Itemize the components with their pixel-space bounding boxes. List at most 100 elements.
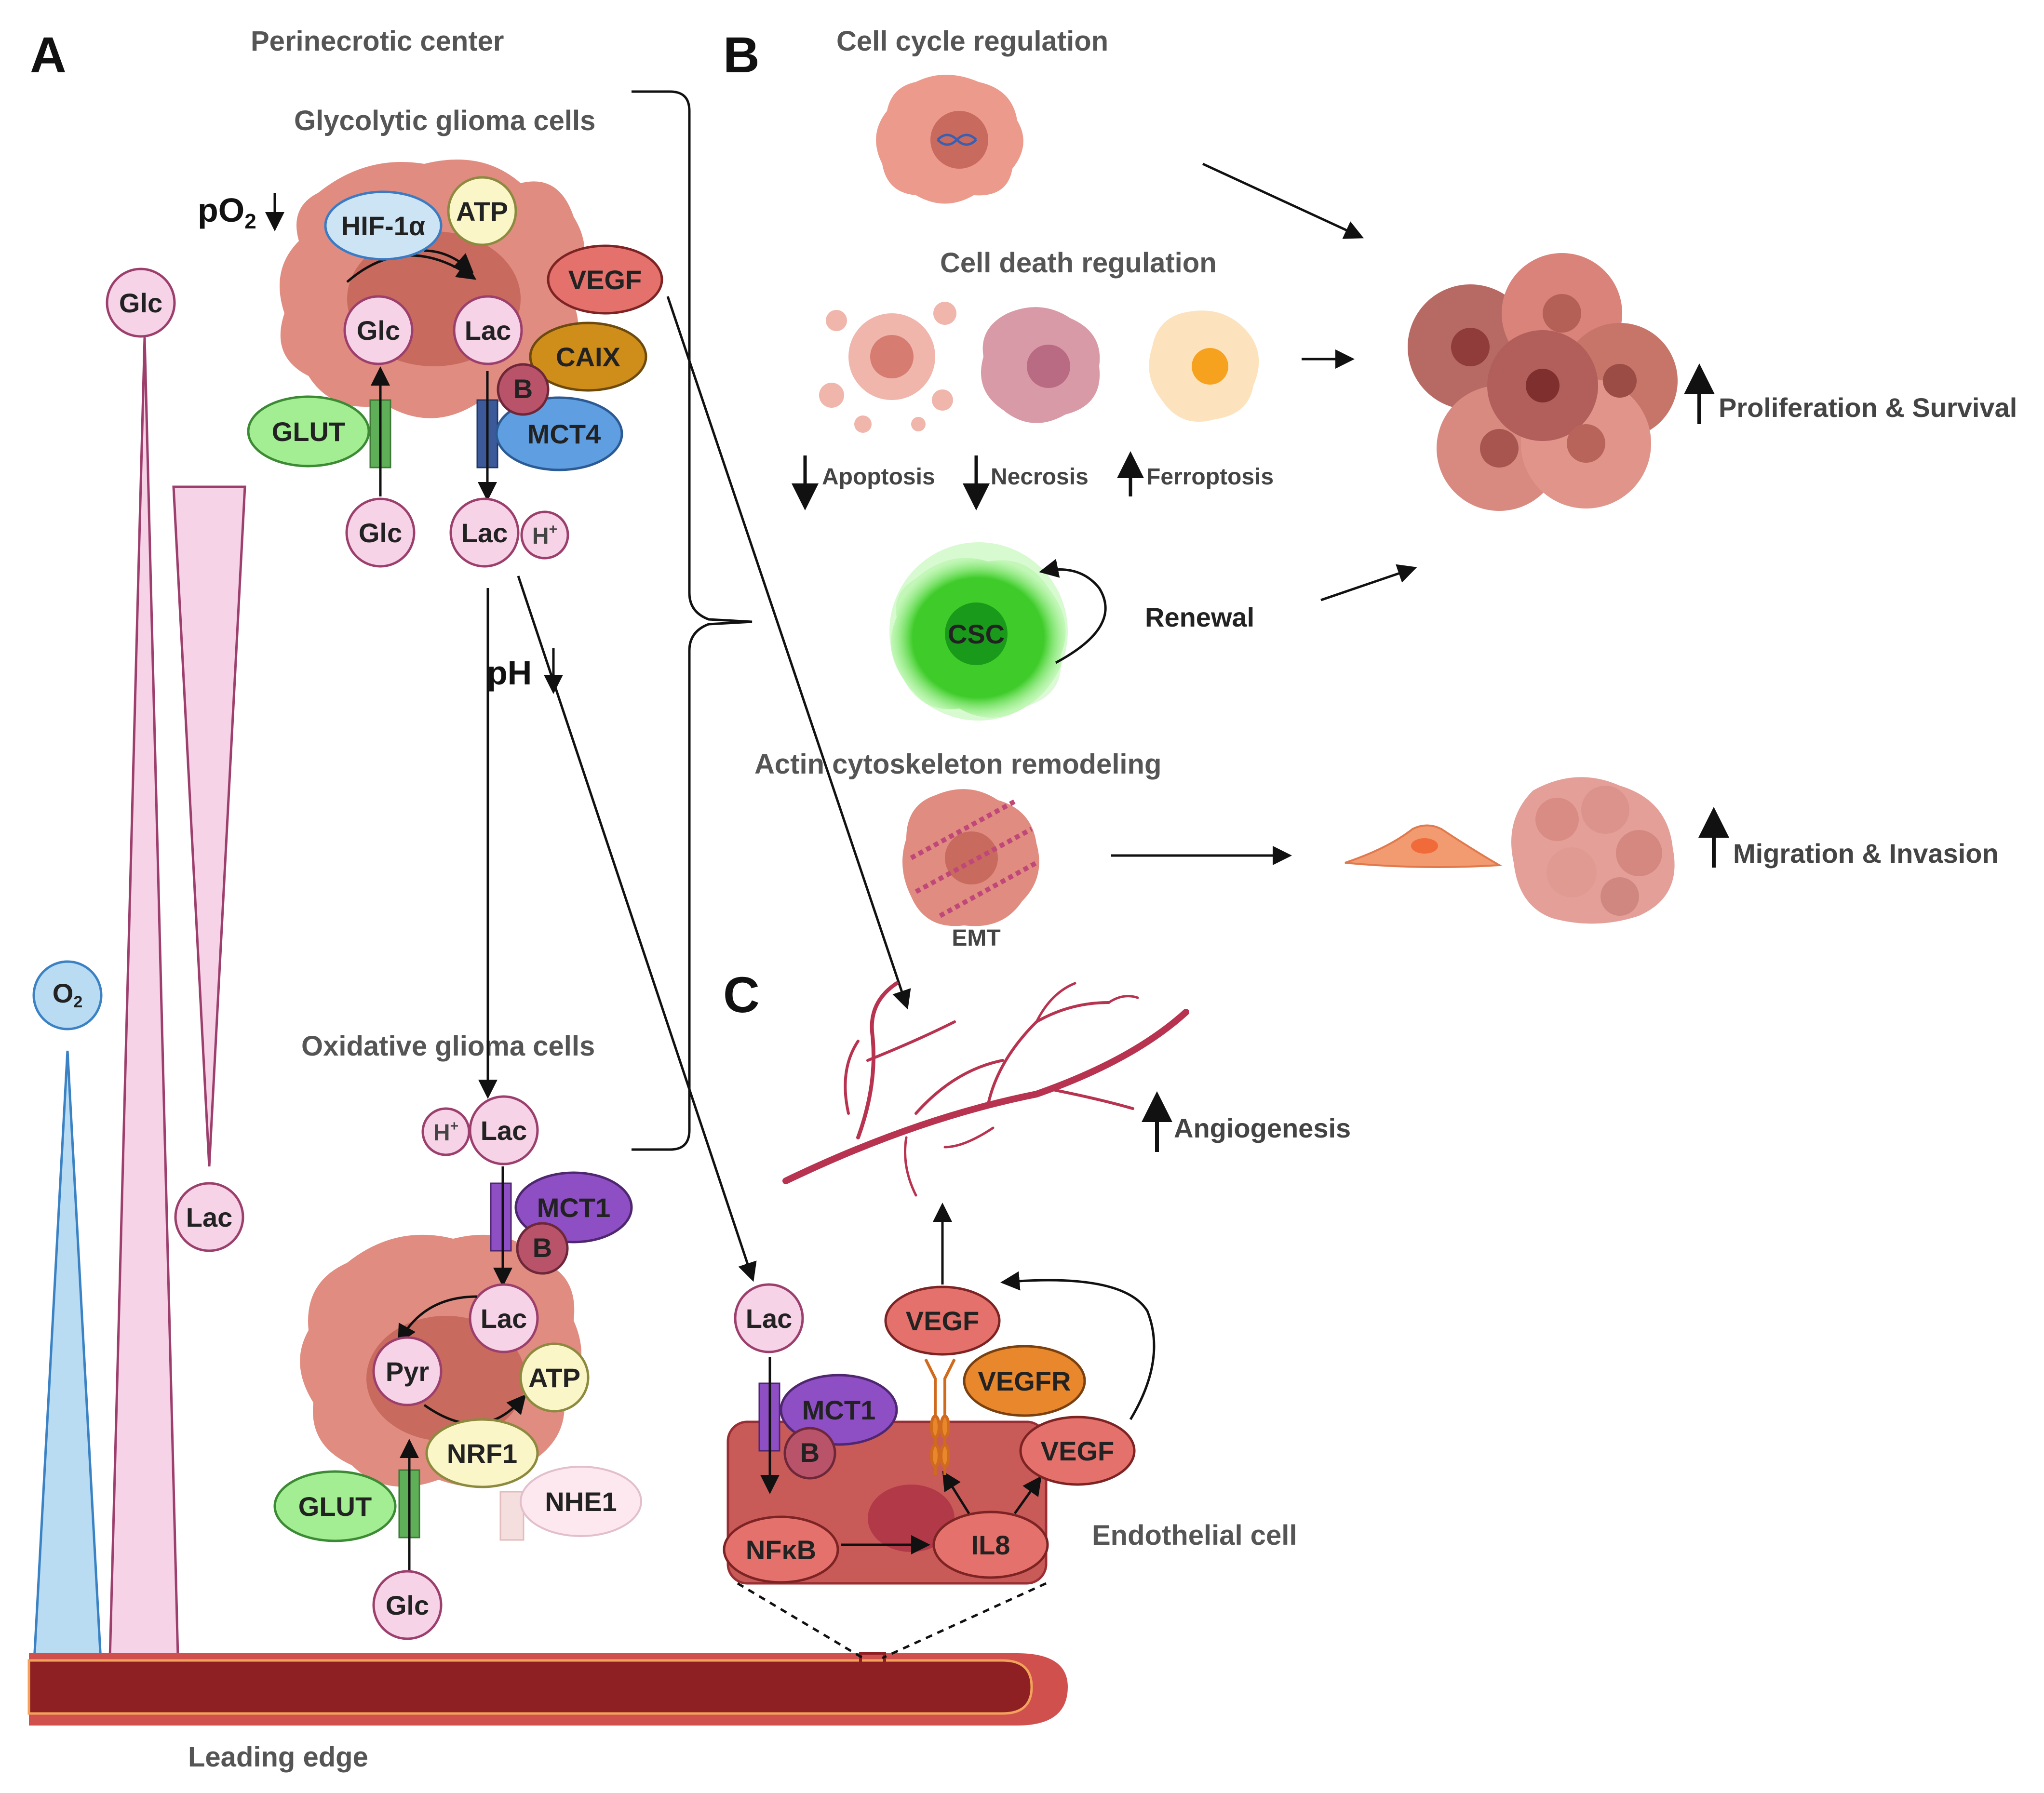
actin-remodeling-label: Actin cytoskeleton remodeling [754,749,1161,780]
apoptosis-indicator: Apoptosis [792,455,935,510]
necrosis-label: Necrosis [991,464,1089,490]
proton-text-oxi: H [433,1120,450,1146]
o2-bubble-sub: 2 [73,993,82,1011]
migration-label: Migration & Invasion [1733,838,1999,869]
glut-bubble-glyco [247,395,370,468]
angiogenesis-label: Angiogenesis [1174,1113,1351,1143]
panel-a-label: A [30,27,67,83]
glc-text-oxi: Glc [386,1590,429,1620]
lac-in-oxi-text: Lac [481,1303,527,1334]
o2-bubble-text: O [53,978,74,1008]
o2-gradient-triangle [30,1050,105,1715]
angiogenesis-vessels-icon [782,981,1189,1197]
nrf1-bubble [425,1418,539,1488]
cell-death-label: Cell death regulation [940,247,1217,279]
pyr-text: Pyr [386,1356,429,1387]
nfkb-text: NFκB [746,1535,816,1565]
endothelial-cell-label: Endothelial cell [1092,1520,1297,1551]
glc-in-text: Glc [357,315,400,346]
svg-text:H+: H+ [532,522,557,549]
lac-out-oxi-text: Lac [481,1115,527,1146]
blood-vessel [27,1652,1068,1726]
lac-in-text: Lac [465,315,511,346]
vegf-right-text: VEGF [1041,1436,1114,1466]
basigin-text-glyco: B [513,374,533,404]
il8-to-vegf-arrow [1013,1475,1042,1514]
glc-gradient-text: Glc [119,288,162,318]
caix-bubble [529,321,647,392]
proliferation-label: Proliferation & Survival [1719,392,2017,423]
lac-gradient-bubble [174,1182,244,1252]
glycolytic-cells-label: Glycolytic glioma cells [294,105,595,136]
nhe1-channel [499,1491,524,1541]
apoptosis-label: Apoptosis [822,464,935,490]
lac-to-pyr-arrow [398,1295,478,1344]
glc-gradient-bubble [106,268,176,338]
migrating-cell-icon [1345,824,1503,868]
vegfr-bubble [963,1345,1086,1417]
lac-endo-text: Lac [746,1303,793,1334]
invasive-mass-icon [1511,777,1675,924]
proton-text-glyco: H [532,523,549,549]
renewal-loop-arrow [1039,559,1107,664]
lac-in-bubble [453,295,523,365]
cell-cycle-label: Cell cycle regulation [836,26,1108,57]
emt-cell-icon [902,789,1039,926]
lac-in-oxi-bubble [469,1283,539,1353]
renewal-label: Renewal [1145,602,1254,632]
lac-out-text: Lac [461,518,508,548]
glc-out-text: Glc [359,518,402,548]
basigin-bubble-glyco [497,363,550,416]
panel-c-label: C [723,967,760,1023]
ph-text: pH [487,654,532,692]
ferroptosis-cell-icon [1149,310,1259,422]
panel-b-label: B [723,27,760,83]
il8-text: IL8 [971,1530,1010,1560]
zoom-line-right [881,1582,1047,1659]
lac-gradient-text: Lac [186,1202,233,1232]
mct1-text-endo: MCT1 [802,1395,875,1425]
nrf1-text: NRF1 [447,1438,517,1469]
ferroptosis-indicator: Ferroptosis [1117,451,1274,496]
necrosis-indicator: Necrosis [963,455,1089,510]
mct1-channel-oxi [490,1182,512,1252]
vegf-bubble-glyco [547,244,663,315]
zoom-line-left [737,1582,864,1659]
proton-bubble-glyco [520,510,569,560]
vegfr-text: VEGFR [978,1366,1071,1396]
hif-bubble [324,190,443,261]
vegf-top-bubble [884,1285,1001,1356]
ph-indicator: pH [487,648,563,694]
glut-bubble-oxi [273,1470,397,1542]
po2-subscript: 2 [244,210,256,233]
endothelial-nucleus [868,1485,955,1552]
glc-bubble-oxi [372,1570,443,1640]
il8-bubble [932,1511,1049,1579]
nfkb-bubble [723,1515,839,1584]
glc-out-bubble [345,497,416,568]
lac-out-bubble [449,497,520,568]
atp-arrow [424,249,474,273]
vegf-to-angiogenesis-arrow [666,296,911,1010]
vegf-right-bubble [1019,1416,1136,1486]
mct4-bubble [495,396,623,471]
po2-indicator: pO2 [198,191,284,233]
renewal-arrow [1320,564,1417,602]
ferroptosis-label: Ferroptosis [1146,464,1274,490]
lac-gradient-triangle [172,485,246,1167]
nhe1-text: NHE1 [545,1486,617,1517]
csc-cell-icon [889,542,1068,721]
glut-text-oxi: GLUT [298,1491,372,1522]
svg-text:pO2: pO2 [198,191,256,233]
basigin-bubble-endo [783,1427,836,1480]
lac-out-oxi-bubble [469,1095,539,1165]
basigin-text-endo: B [800,1437,820,1468]
lac-endo-bubble [734,1283,804,1353]
leading-edge-label: Leading edge [188,1741,368,1773]
svg-text:O2: O2 [53,978,82,1011]
hif-text: HIF-1α [341,211,425,241]
vegf-top-text: VEGF [906,1306,979,1336]
glc-gradient-triangle [107,337,181,1715]
csc-text: CSC [948,619,1005,649]
